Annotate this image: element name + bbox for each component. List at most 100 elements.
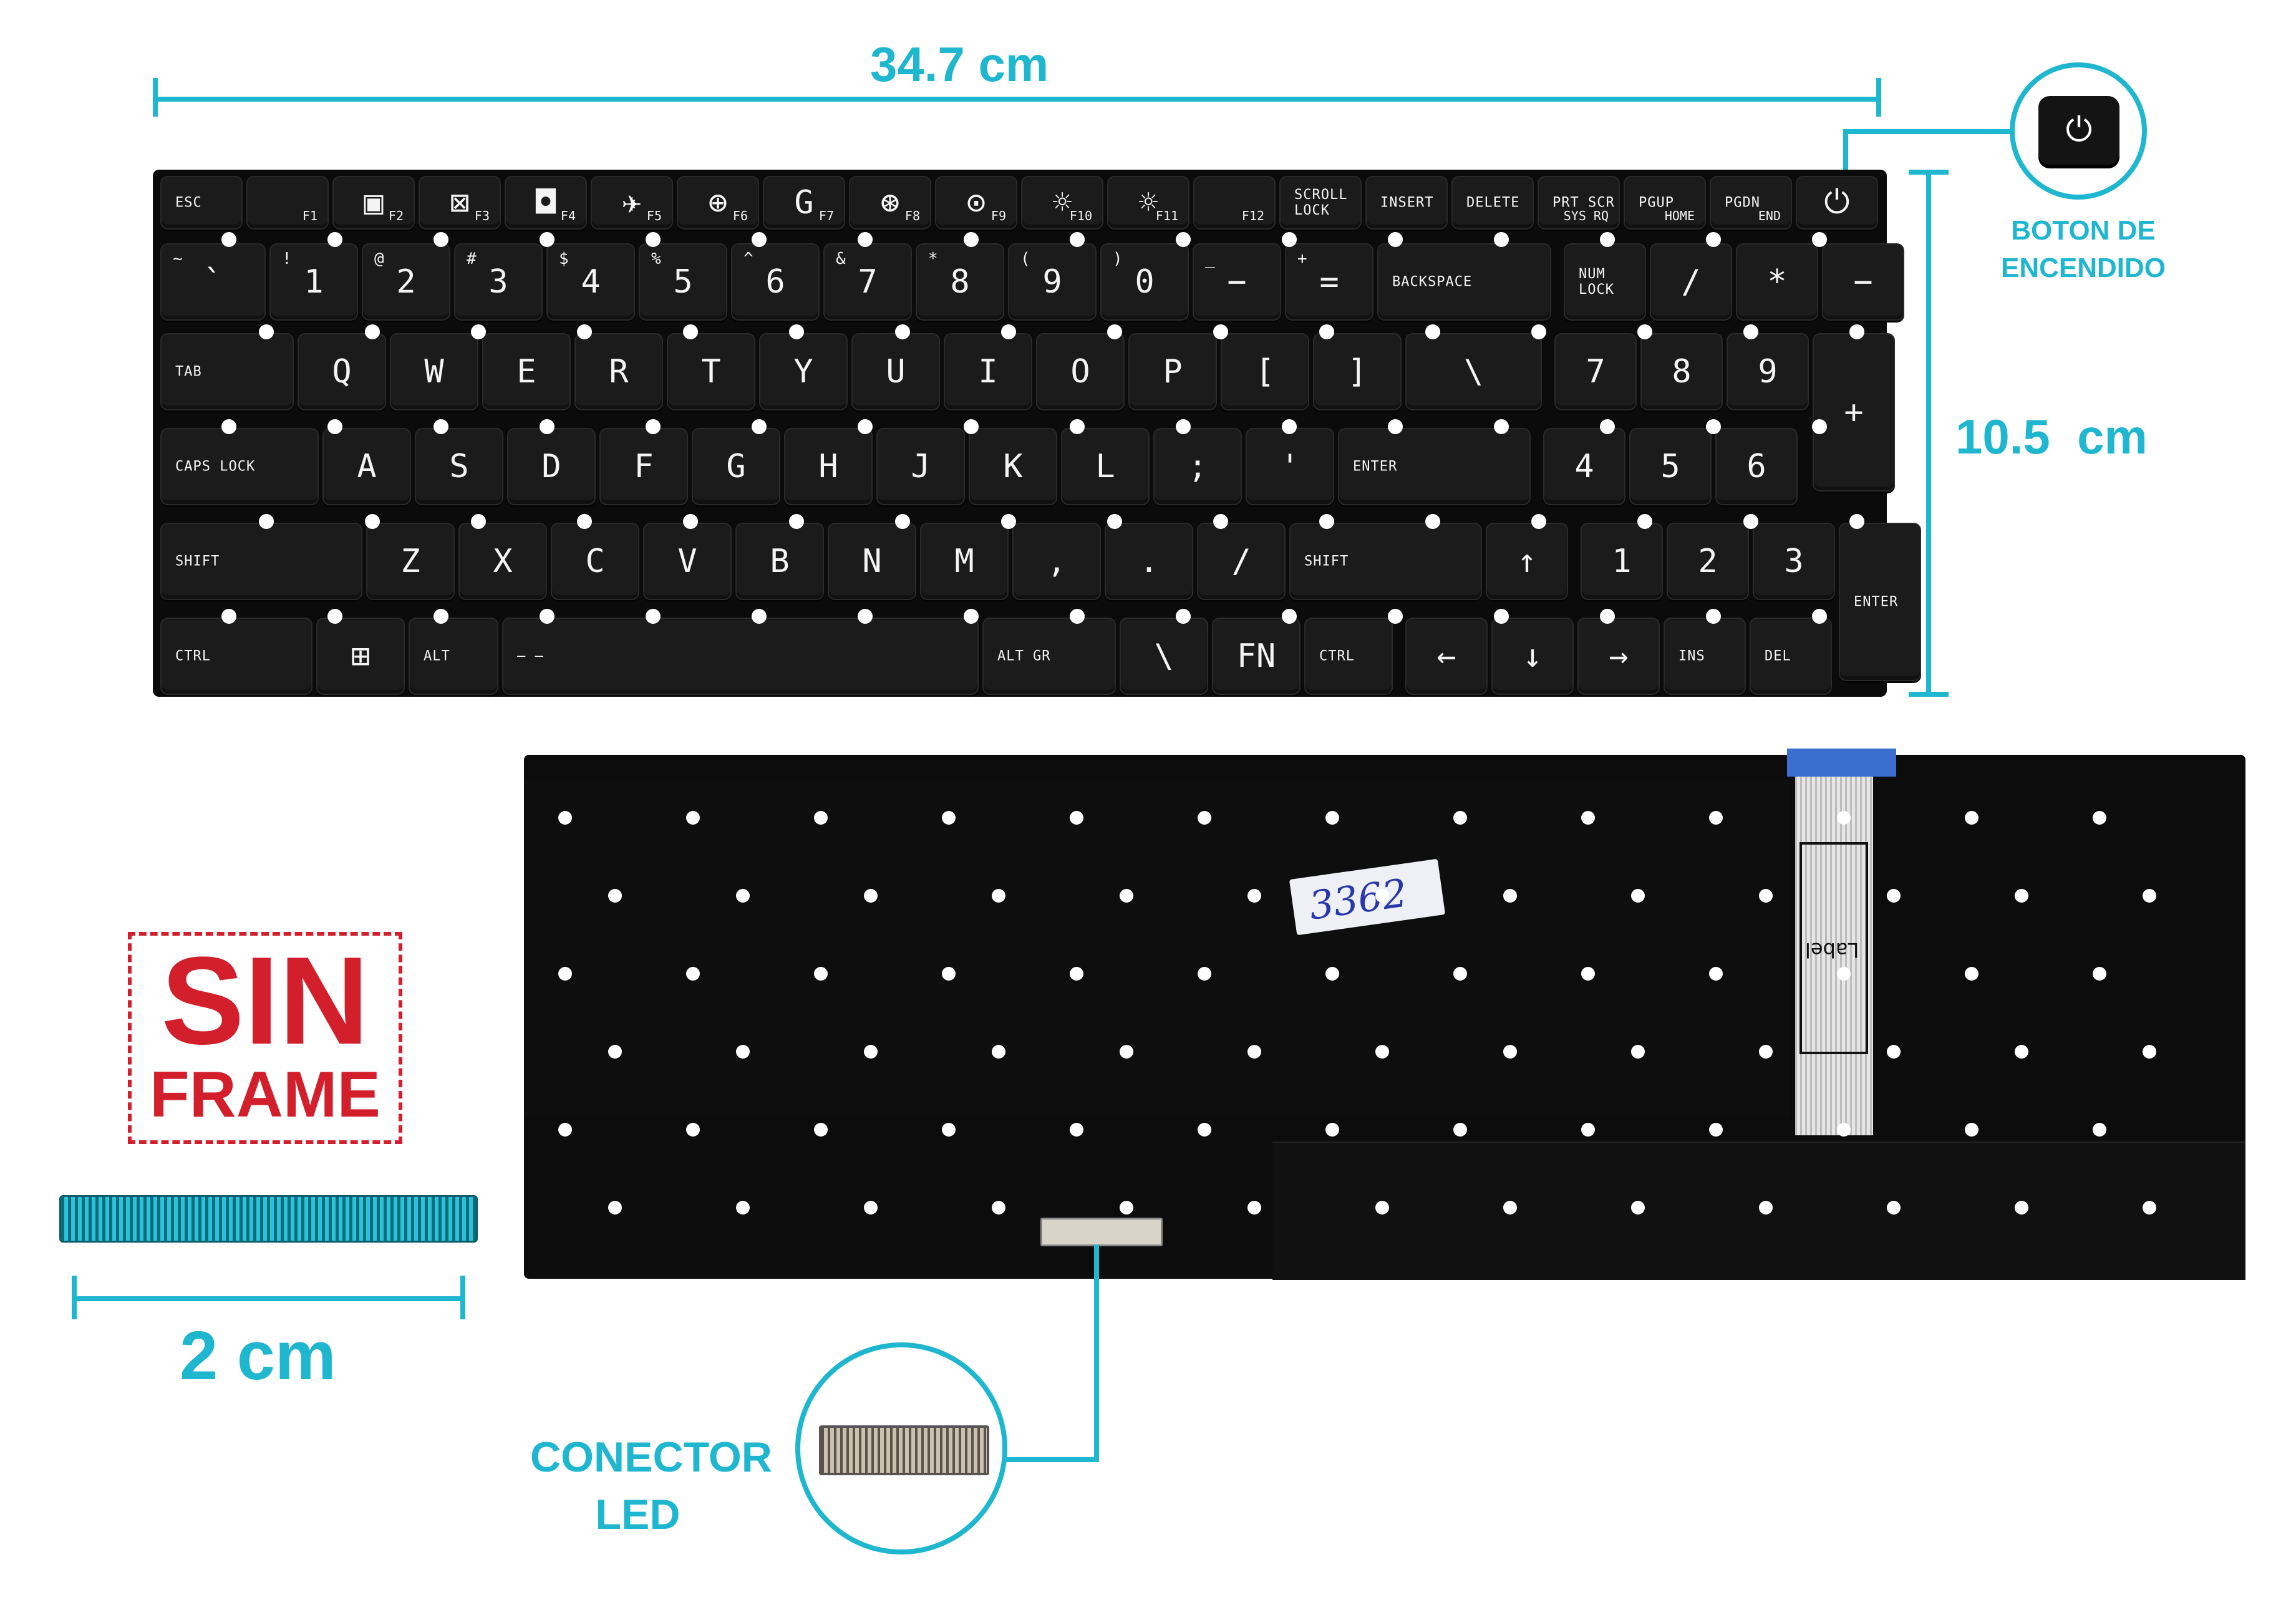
key[interactable]: ◘F4 <box>505 176 587 230</box>
key[interactable]: 8* <box>916 243 1004 321</box>
key[interactable]: − <box>1822 243 1904 321</box>
key[interactable]: ☼F11 <box>1107 176 1189 230</box>
key[interactable]: I <box>944 333 1032 410</box>
key[interactable]: / <box>1197 523 1286 600</box>
key[interactable]: ENTER <box>1338 428 1531 505</box>
key[interactable]: W <box>390 333 478 410</box>
key[interactable]: Z <box>366 523 455 600</box>
key[interactable]: N <box>828 523 916 600</box>
key[interactable]: F <box>599 428 688 505</box>
key[interactable]: ⏻ <box>1796 176 1878 230</box>
key[interactable]: =+ <box>1285 243 1373 321</box>
key[interactable]: / <box>1650 243 1732 321</box>
key[interactable]: [ <box>1221 333 1309 410</box>
key[interactable]: ESC <box>160 176 243 230</box>
key[interactable]: 4$ <box>546 243 635 321</box>
key[interactable]: ⊕F6 <box>677 176 759 230</box>
key[interactable]: S <box>415 428 503 505</box>
key[interactable]: P <box>1128 333 1217 410</box>
key[interactable]: ⊞ <box>316 618 405 695</box>
key[interactable]: ] <box>1313 333 1402 410</box>
key[interactable]: SHIFT <box>1289 523 1482 600</box>
key[interactable]: K <box>969 428 1057 505</box>
key[interactable]: L <box>1061 428 1150 505</box>
key[interactable]: ← <box>1405 618 1488 695</box>
key[interactable]: U <box>851 333 940 410</box>
key[interactable]: 9 <box>1727 333 1809 410</box>
key[interactable]: ENTER <box>1839 523 1921 681</box>
key[interactable]: SCROLL LOCK <box>1279 176 1362 230</box>
key[interactable]: 5% <box>639 243 727 321</box>
key[interactable]: ⊙F9 <box>935 176 1017 230</box>
key[interactable]: FN <box>1212 618 1301 695</box>
key[interactable]: DEL <box>1750 618 1832 695</box>
key[interactable]: 2@ <box>362 243 450 321</box>
key[interactable]: ✈F5 <box>591 176 673 230</box>
key[interactable]: E <box>482 333 571 410</box>
key[interactable]: + <box>1813 333 1895 492</box>
key[interactable]: J <box>876 428 965 505</box>
key[interactable]: 0) <box>1100 243 1189 321</box>
key[interactable]: T <box>667 333 755 410</box>
key[interactable]: ▣F2 <box>332 176 415 230</box>
key[interactable]: A <box>322 428 411 505</box>
key[interactable]: O <box>1036 333 1125 410</box>
key[interactable]: D <box>507 428 596 505</box>
key[interactable]: X <box>458 523 547 600</box>
key[interactable]: −_ <box>1193 243 1281 321</box>
key[interactable]: 8 <box>1640 333 1723 410</box>
key[interactable]: `~ <box>160 243 266 321</box>
key[interactable]: ⊛F8 <box>849 176 931 230</box>
key[interactable]: ALT GR <box>982 618 1116 695</box>
key[interactable]: 5 <box>1629 428 1712 505</box>
key[interactable]: G <box>692 428 780 505</box>
key[interactable]: 4 <box>1543 428 1625 505</box>
key[interactable]: \ <box>1405 333 1542 410</box>
key[interactable]: B <box>735 523 824 600</box>
key[interactable]: CTRL <box>160 618 312 695</box>
key[interactable]: 6^ <box>731 243 820 321</box>
key[interactable]: 1! <box>269 243 358 321</box>
key[interactable]: F1 <box>246 176 329 230</box>
key[interactable]: * <box>1736 243 1818 321</box>
key[interactable]: NUM LOCK <box>1564 243 1646 321</box>
key[interactable]: 1 <box>1581 523 1663 600</box>
key[interactable]: ↓ <box>1491 618 1574 695</box>
key[interactable]: V <box>643 523 732 600</box>
key[interactable]: SHIFT <box>160 523 362 600</box>
key[interactable]: F12 <box>1193 176 1276 230</box>
key[interactable]: C <box>551 523 639 600</box>
key[interactable]: 7 <box>1554 333 1637 410</box>
key[interactable]: ; <box>1153 428 1242 505</box>
key[interactable]: ' <box>1246 428 1334 505</box>
key[interactable]: DELETE <box>1451 176 1534 230</box>
key[interactable]: — — <box>502 618 979 695</box>
key[interactable]: Q <box>298 333 386 410</box>
key[interactable]: BACKSPACE <box>1377 243 1551 321</box>
key[interactable]: , <box>1012 523 1101 600</box>
key[interactable]: M <box>920 523 1009 600</box>
key[interactable]: H <box>784 428 873 505</box>
key[interactable]: CTRL <box>1304 618 1393 695</box>
key[interactable]: R <box>574 333 663 410</box>
key[interactable]: Y <box>759 333 848 410</box>
key[interactable]: INSERT <box>1365 176 1448 230</box>
key[interactable]: ↑ <box>1486 523 1568 600</box>
key[interactable]: \ <box>1120 618 1208 695</box>
key[interactable]: 9( <box>1008 243 1097 321</box>
key[interactable]: 2 <box>1667 523 1749 600</box>
key[interactable]: TAB <box>160 333 294 410</box>
key[interactable]: 6 <box>1715 428 1798 505</box>
key[interactable]: 3 <box>1753 523 1835 600</box>
key[interactable]: INS <box>1664 618 1746 695</box>
key[interactable]: ALT <box>409 618 498 695</box>
key[interactable]: ☼F10 <box>1021 176 1103 230</box>
key[interactable]: 7& <box>823 243 912 321</box>
key[interactable]: ⊠F3 <box>419 176 501 230</box>
key[interactable]: CAPS LOCK <box>160 428 319 505</box>
key[interactable]: . <box>1105 523 1193 600</box>
